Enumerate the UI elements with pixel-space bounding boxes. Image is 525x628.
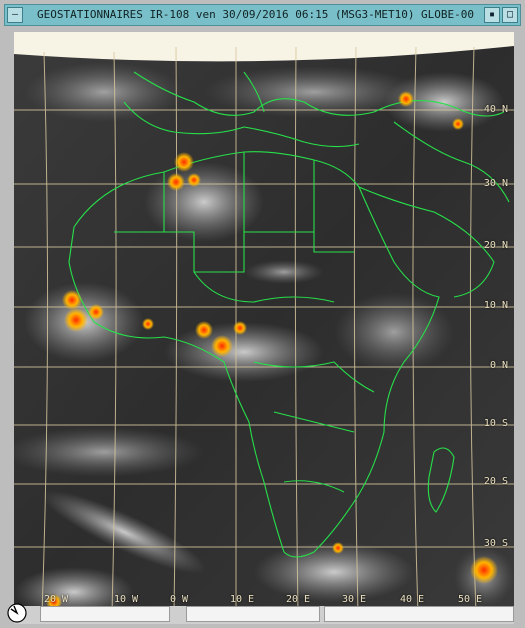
lon-label-50e: 50 E bbox=[458, 594, 483, 605]
rotate-icon[interactable] bbox=[6, 602, 28, 624]
lat-label-10n: 10 N bbox=[483, 300, 508, 311]
status-field-middle bbox=[186, 606, 320, 622]
status-bar bbox=[14, 606, 514, 624]
coastlines bbox=[68, 71, 510, 558]
lat-label-30n: 30 N bbox=[483, 178, 508, 189]
minimize-icon[interactable]: ▪ bbox=[484, 7, 500, 23]
lat-label-30s: 30 S bbox=[483, 538, 508, 549]
lon-label-10e: 10 E bbox=[230, 594, 255, 605]
satellite-image-view[interactable]: 40 N 30 N 20 N 10 N 0 N 10 S 20 S 30 S 2… bbox=[14, 32, 514, 614]
title-bar[interactable]: — GEOSTATIONNAIRES IR-108 ven 30/09/2016… bbox=[4, 4, 521, 26]
lat-label-0n: 0 N bbox=[489, 360, 508, 371]
lat-label-40n: 40 N bbox=[483, 104, 508, 115]
convective-cells bbox=[46, 91, 498, 610]
space-region bbox=[14, 32, 514, 62]
status-field-left bbox=[40, 606, 170, 622]
status-field-right bbox=[324, 606, 514, 622]
lon-label-20w: 20 W bbox=[44, 594, 69, 605]
lon-label-30e: 30 E bbox=[342, 594, 367, 605]
lon-label-20e: 20 E bbox=[286, 594, 311, 605]
lon-label-10w: 10 W bbox=[114, 594, 139, 605]
lat-label-10s: 10 S bbox=[483, 418, 508, 429]
window-title: GEOSTATIONNAIRES IR-108 ven 30/09/2016 0… bbox=[36, 8, 475, 21]
lon-label-0w: 0 W bbox=[170, 594, 189, 605]
maximize-icon[interactable]: □ bbox=[502, 7, 518, 23]
lat-label-20s: 20 S bbox=[483, 476, 508, 487]
lon-label-40e: 40 E bbox=[400, 594, 425, 605]
satellite-map bbox=[14, 32, 514, 614]
lat-label-20n: 20 N bbox=[483, 240, 508, 251]
menu-icon[interactable]: — bbox=[7, 7, 23, 23]
